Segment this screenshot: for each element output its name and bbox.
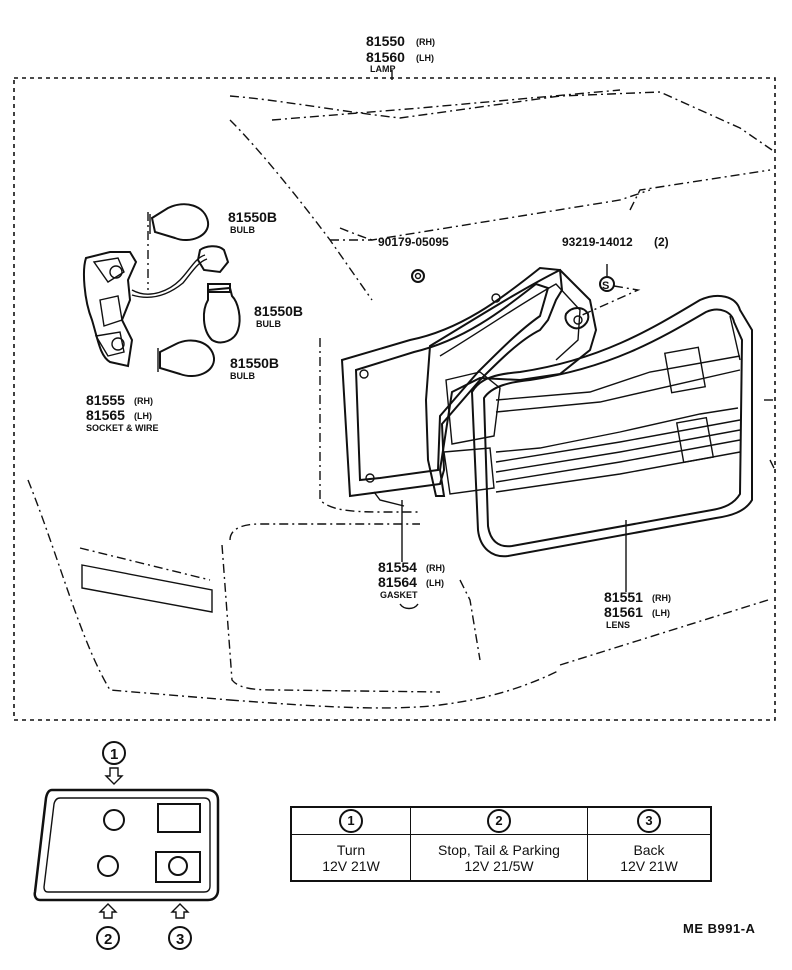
lens-lh-side: (LH) — [652, 608, 670, 618]
diagram-code: ME B991-A — [683, 921, 756, 936]
gasket-underline — [399, 603, 419, 610]
bulb-icon-middle — [202, 283, 241, 344]
legend-header-1: 1 — [290, 806, 411, 835]
nut-number: 90179-05095 — [378, 235, 449, 249]
bulb-icon-bottom — [157, 339, 216, 377]
legend-header-3: 3 — [587, 806, 712, 835]
lens-part — [470, 294, 753, 592]
callout-2: 2 — [96, 903, 120, 950]
socket-name: SOCKET & WIRE — [86, 423, 159, 433]
side-marker-panel — [81, 564, 213, 613]
svg-text:3: 3 — [176, 931, 184, 948]
gasket-rh-number: 81554 — [378, 559, 417, 575]
lens-rh-number: 81551 — [604, 589, 643, 605]
nut-icon — [411, 269, 425, 283]
car-body-outline — [27, 89, 776, 709]
lamp-lh-number: 81560 — [366, 49, 405, 65]
gasket-lh-number: 81564 — [378, 574, 417, 590]
socket-rh-number: 81555 — [86, 392, 125, 408]
lamp-lh-side: (LH) — [416, 53, 434, 63]
svg-text:1: 1 — [110, 746, 118, 763]
screw-icon: S — [579, 264, 641, 317]
bulb3-number: 81550B — [230, 355, 279, 371]
lamp-face-inset — [33, 788, 220, 902]
lamp-rh-number: 81550 — [366, 33, 405, 49]
blank-window — [157, 803, 201, 833]
socket-hole-1 — [103, 809, 125, 831]
socket-window-3 — [155, 851, 201, 883]
screw-number: 93219-14012 — [562, 235, 633, 249]
lens-name: LENS — [606, 620, 630, 630]
socket-wire-assembly — [83, 245, 230, 368]
gasket-part — [340, 266, 564, 507]
bulb-icon-top — [147, 203, 210, 290]
legend-header-2: 2 — [410, 806, 588, 835]
svg-text:2: 2 — [104, 931, 112, 948]
screw-quantity: (2) — [654, 235, 669, 249]
callout-1: 1 — [102, 741, 126, 785]
svg-text:S: S — [602, 280, 609, 292]
bulb2-name: BULB — [256, 319, 281, 329]
bulb1-number: 81550B — [228, 209, 277, 225]
socket-hole-2 — [97, 855, 119, 877]
socket-lh-number: 81565 — [86, 407, 125, 423]
gasket-rh-side: (RH) — [426, 563, 445, 573]
assembly-boundary — [13, 77, 776, 721]
gasket-name: GASKET — [380, 590, 418, 600]
bulb1-name: BULB — [230, 225, 255, 235]
lamp-rh-side: (RH) — [416, 37, 435, 47]
bulb2-number: 81550B — [254, 303, 303, 319]
lens-lh-number: 81561 — [604, 604, 643, 620]
socket-rh-side: (RH) — [134, 396, 153, 406]
bulb3-name: BULB — [230, 371, 255, 381]
socket-hole-3 — [168, 856, 188, 876]
lamp-name: LAMP — [370, 64, 396, 74]
gasket-lh-side: (LH) — [426, 578, 444, 588]
socket-lh-side: (LH) — [134, 411, 152, 421]
lens-rh-side: (RH) — [652, 593, 671, 603]
callout-3: 3 — [168, 903, 192, 950]
